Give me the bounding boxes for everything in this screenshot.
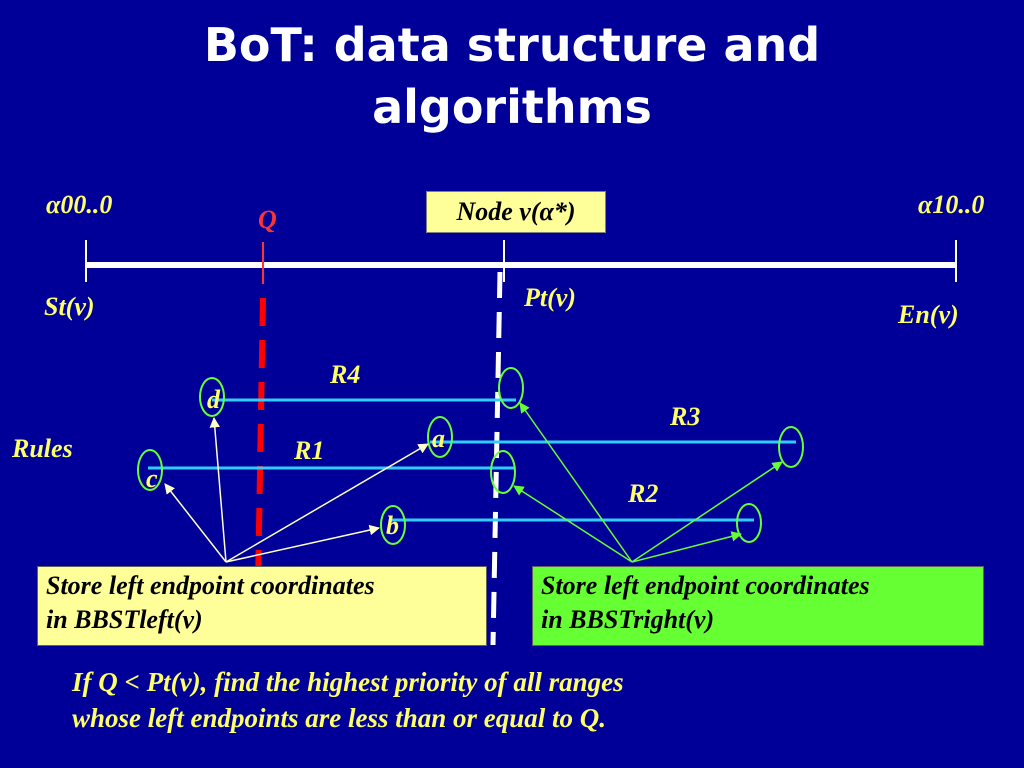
slide-title-line-1: BoT: data structure and bbox=[203, 18, 821, 72]
arrow-to-r4-right bbox=[519, 402, 633, 563]
endpoint-c-ellipse bbox=[137, 449, 163, 491]
endpoint-label-a: a bbox=[432, 424, 445, 453]
range-label-r2: R2 bbox=[628, 479, 659, 508]
arrow-to-b bbox=[225, 524, 381, 563]
range-label-r1: R1 bbox=[294, 436, 325, 465]
query-rule-note-line-1: If Q < Pt(v), find the highest priority … bbox=[72, 667, 624, 697]
range-label-r3: R3 bbox=[670, 402, 701, 431]
r4-right-endpoint-ellipse bbox=[498, 367, 524, 409]
end-label: En(v) bbox=[898, 300, 959, 329]
rules-label: Rules bbox=[12, 434, 73, 463]
endpoint-label-c: c bbox=[146, 464, 158, 493]
query-rule-note-line-2: whose left endpoints are less than or eq… bbox=[72, 703, 607, 733]
arrow-to-r1-right bbox=[513, 485, 633, 563]
bbst-right-box: Store left endpoint coordinates in BBSTr… bbox=[532, 566, 984, 646]
r2-right-endpoint-ellipse bbox=[736, 503, 762, 543]
range-label-r4: R4 bbox=[330, 360, 361, 389]
arrow-to-r2-right bbox=[631, 531, 743, 563]
bbst-left-line-1: Store left endpoint coordinates bbox=[46, 571, 375, 600]
slide-title-line-2: algorithms bbox=[372, 80, 652, 134]
node-label-box: Node v(α*) bbox=[426, 191, 606, 233]
endpoint-b-ellipse bbox=[380, 505, 406, 545]
arrow-to-d bbox=[209, 416, 227, 563]
r3-right-endpoint-ellipse bbox=[778, 426, 804, 468]
endpoint-label-b: b bbox=[386, 511, 399, 540]
bbst-left-box: Store left endpoint coordinates in BBSTl… bbox=[37, 566, 487, 646]
query-label: Q bbox=[258, 205, 277, 234]
arrow-to-a bbox=[225, 443, 429, 563]
endpoint-d-ellipse bbox=[199, 377, 225, 417]
pivot-dashed-line bbox=[490, 271, 503, 646]
bbst-right-line-1: Store left endpoint coordinates bbox=[541, 571, 870, 600]
slide-title: BoT: data structure and algorithms bbox=[0, 14, 1024, 138]
endpoint-label-d: d bbox=[207, 385, 220, 414]
pivot-label: Pt(v) bbox=[524, 283, 576, 312]
query-rule-note: If Q < Pt(v), find the highest priority … bbox=[72, 664, 624, 736]
query-dashed-line bbox=[254, 297, 266, 646]
right-end-label: α10..0 bbox=[918, 190, 985, 219]
left-end-label: α00..0 bbox=[46, 190, 113, 219]
r1-right-endpoint-ellipse bbox=[490, 450, 516, 494]
arrow-to-r3-right bbox=[631, 461, 783, 563]
bbst-left-line-2: in BBSTleft(v) bbox=[46, 605, 203, 634]
bbst-right-line-2: in BBSTright(v) bbox=[541, 605, 715, 634]
start-label: St(v) bbox=[44, 292, 95, 321]
endpoint-a-ellipse bbox=[427, 416, 453, 458]
arrow-to-c bbox=[164, 483, 227, 563]
